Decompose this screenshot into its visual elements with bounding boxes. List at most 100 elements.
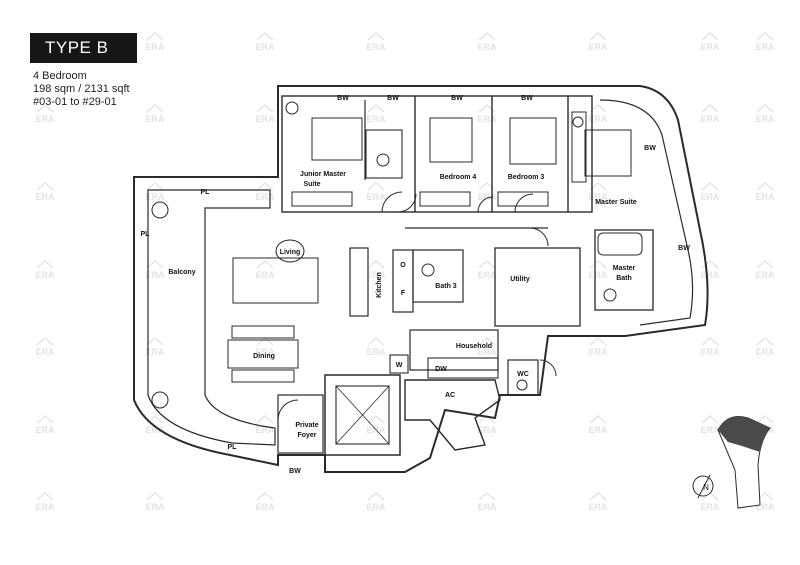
column-top-left (151, 201, 169, 219)
era-watermark-roof (756, 260, 774, 269)
era-watermark: ERA (700, 260, 720, 280)
toilet-bath3 (421, 263, 435, 277)
label-bw-6: BW (678, 245, 690, 252)
era-watermark-text: ERA (700, 270, 720, 280)
label-pl-2: PL (141, 231, 151, 238)
unit-area: 198 sqm / 2131 sqft (33, 83, 130, 95)
era-watermark: ERA (366, 182, 386, 202)
era-watermark-text: ERA (700, 114, 720, 124)
dining-chairs-bottom (231, 369, 295, 383)
era-watermark-roof (701, 104, 719, 113)
era-watermark-roof (756, 32, 774, 41)
core-outline (324, 374, 401, 456)
era-watermark-text: ERA (755, 42, 775, 52)
era-watermark-roof (701, 337, 719, 346)
era-watermark-roof (478, 492, 496, 501)
living-sofa (232, 257, 319, 304)
era-watermark-roof (146, 415, 164, 424)
label-bw-7: BW (289, 468, 301, 475)
era-watermark-text: ERA (588, 425, 608, 435)
era-watermark-text: ERA (145, 42, 165, 52)
era-watermark-roof (146, 32, 164, 41)
era-watermark: ERA (477, 182, 497, 202)
era-watermark: ERA (477, 32, 497, 52)
label-bw-3: BW (451, 95, 463, 102)
era-watermark-text: ERA (477, 347, 497, 357)
era-watermark-roof (36, 104, 54, 113)
label-bw-5: BW (644, 145, 656, 152)
era-watermark-roof (36, 492, 54, 501)
household-shelter-outline (409, 329, 499, 371)
label-household-shelter: Household (456, 343, 492, 350)
living-label-circle (275, 239, 305, 263)
door-foyer (277, 399, 299, 421)
era-watermark: ERA (35, 492, 55, 512)
era-watermark: ERA (588, 260, 608, 280)
era-watermark: ERA (700, 337, 720, 357)
label-balcony: Balcony (168, 269, 195, 276)
era-watermark-text: ERA (255, 270, 275, 280)
era-watermark-roof (367, 104, 385, 113)
era-watermark: ERA (145, 182, 165, 202)
era-watermark-roof (146, 182, 164, 191)
door-corridor (529, 227, 549, 247)
era-watermark: ERA (755, 182, 775, 202)
era-watermark-roof (146, 492, 164, 501)
era-watermark: ERA (755, 104, 775, 124)
era-watermark-roof (146, 260, 164, 269)
era-watermark-text: ERA (477, 425, 497, 435)
unit-info: 4 Bedroom 198 sqm / 2131 sqft #03-01 to … (33, 70, 130, 109)
era-watermark-roof (256, 260, 274, 269)
label-pl-3: PL (228, 444, 238, 451)
era-watermark-text: ERA (477, 192, 497, 202)
label-junior-master: Junior Master (300, 171, 346, 178)
era-watermark: ERA (588, 492, 608, 512)
label-bath3: Bath 3 (435, 283, 457, 290)
ac-ledge (404, 379, 501, 451)
private-foyer-outline (277, 394, 324, 454)
era-watermark-text: ERA (145, 270, 165, 280)
era-watermark-text: ERA (700, 502, 720, 512)
era-watermark-text: ERA (477, 114, 497, 124)
label-private-foyer-2: Foyer (297, 432, 316, 439)
era-watermark-roof (478, 260, 496, 269)
master-suite-bay (599, 99, 694, 326)
era-watermark-roof (701, 182, 719, 191)
era-watermark-text: ERA (35, 114, 55, 124)
era-watermark-roof (36, 182, 54, 191)
column-bottom-left (151, 391, 169, 409)
bed-bedroom4 (429, 117, 473, 163)
era-watermark: ERA (700, 32, 720, 52)
era-watermark: ERA (366, 492, 386, 512)
era-watermark-text: ERA (588, 270, 608, 280)
key-plan: N (692, 416, 771, 509)
era-watermark: ERA (755, 260, 775, 280)
era-watermark: ERA (477, 337, 497, 357)
era-watermark: ERA (145, 104, 165, 124)
era-watermark-roof (367, 32, 385, 41)
era-watermark-roof (367, 492, 385, 501)
era-watermark: ERA (35, 415, 55, 435)
dining-chairs-top (231, 325, 295, 339)
era-watermark-roof (36, 260, 54, 269)
toilet-wc (516, 379, 528, 391)
era-watermark-text: ERA (255, 42, 275, 52)
wardrobe-b3 (497, 191, 549, 207)
balcony-inner-edge (147, 189, 276, 446)
bed-master (584, 129, 632, 177)
label-master-bath: Master (613, 265, 636, 272)
era-watermark-text: ERA (366, 502, 386, 512)
label-w: W (396, 362, 403, 369)
label-f: F (401, 290, 406, 297)
wall-outline (133, 85, 709, 473)
era-watermark: ERA (700, 104, 720, 124)
era-watermark-roof (756, 182, 774, 191)
era-watermark-roof (701, 32, 719, 41)
dining-table (227, 339, 299, 369)
outer-wall (133, 85, 709, 473)
label-kitchen: Kitchen (376, 272, 383, 298)
label-living: Living (280, 249, 301, 256)
era-watermark: ERA (145, 415, 165, 435)
era-watermark-text: ERA (145, 425, 165, 435)
